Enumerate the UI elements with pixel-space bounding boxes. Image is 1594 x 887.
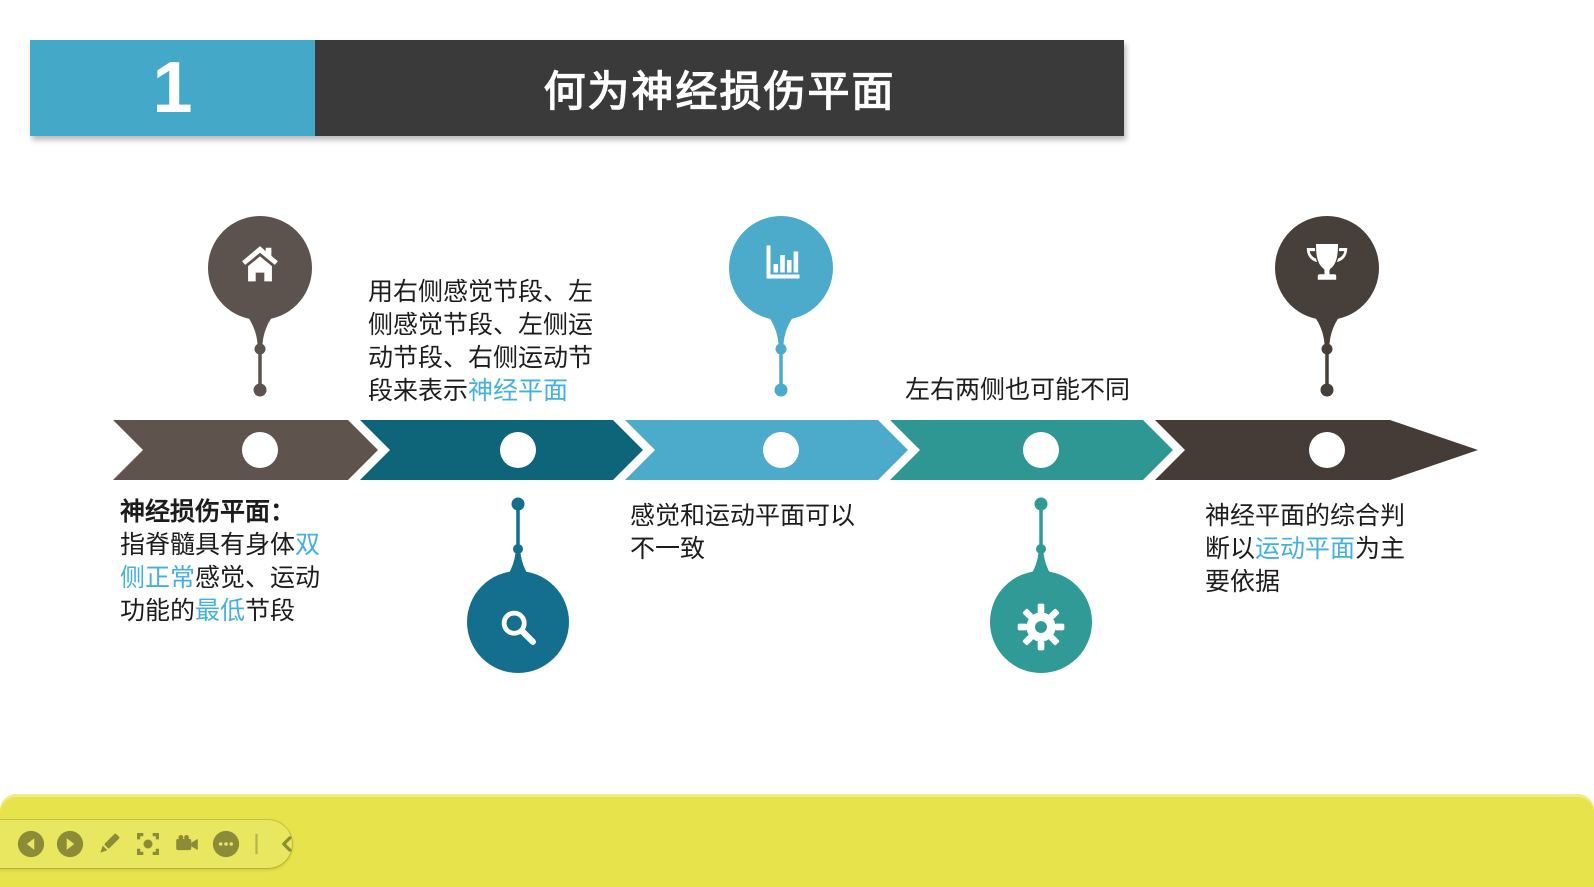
- laser-pointer-button[interactable]: [133, 829, 163, 859]
- more-icon: [212, 830, 240, 858]
- previous-slide-button[interactable]: [16, 829, 46, 859]
- search-icon: [501, 610, 536, 645]
- pen-icon: [100, 833, 120, 853]
- marker-gear-drop: [990, 497, 1092, 673]
- marker-home-balloon: [208, 216, 312, 397]
- chevron-left-icon: [282, 836, 292, 852]
- marker-chart-balloon: [729, 216, 833, 397]
- home-icon: [242, 246, 278, 282]
- focus-icon: [137, 833, 159, 855]
- note-3: 感觉和运动平面可以不一致: [630, 502, 856, 563]
- prev-icon: [17, 830, 45, 858]
- marker-search-drop: [467, 497, 569, 673]
- more-options-button[interactable]: [211, 829, 241, 859]
- note-1: 神经损伤平面：指脊髓具有身体双侧正常感觉、运动功能的最低节段: [120, 498, 321, 625]
- note-4: 左右两侧也可能不同: [905, 376, 1131, 404]
- presenter-toolbar: [0, 820, 292, 868]
- timeline-node-dot: [500, 432, 536, 468]
- note-5: 神经平面的综合判断以运动平面为主要依据: [1205, 502, 1406, 596]
- divider-icon: [255, 833, 258, 855]
- timeline-node-dot: [1023, 432, 1059, 468]
- toolbar-divider: [250, 829, 263, 859]
- timeline-diagram: [113, 216, 1478, 673]
- presenter-toolbar-band: [0, 794, 1594, 887]
- slide-number: 1: [152, 48, 193, 128]
- timeline-node-dot: [1309, 432, 1345, 468]
- gear-icon: [1017, 603, 1065, 651]
- slide-number-box: 1: [30, 40, 315, 136]
- pen-annotate-button[interactable]: [94, 829, 124, 859]
- trophy-icon: [1306, 243, 1348, 280]
- camera-icon: [176, 835, 198, 851]
- timeline-node-dot: [242, 432, 278, 468]
- slide-title: 何为神经损伤平面: [543, 67, 896, 115]
- record-video-button[interactable]: [172, 829, 202, 859]
- chart-icon: [766, 245, 800, 279]
- play-icon: [56, 830, 84, 858]
- slide-title-box: 何为神经损伤平面: [315, 40, 1124, 136]
- note-2: 用右侧感觉节段、左侧感觉节段、左侧运动节段、右侧运动节段来表示神经平面: [368, 278, 594, 405]
- collapse-toolbar-button[interactable]: [272, 829, 302, 859]
- play-button[interactable]: [55, 829, 85, 859]
- marker-trophy-balloon: [1275, 216, 1379, 397]
- timeline-node-dot: [763, 432, 799, 468]
- slide-header-bar: 1 何为神经损伤平面: [30, 40, 1124, 136]
